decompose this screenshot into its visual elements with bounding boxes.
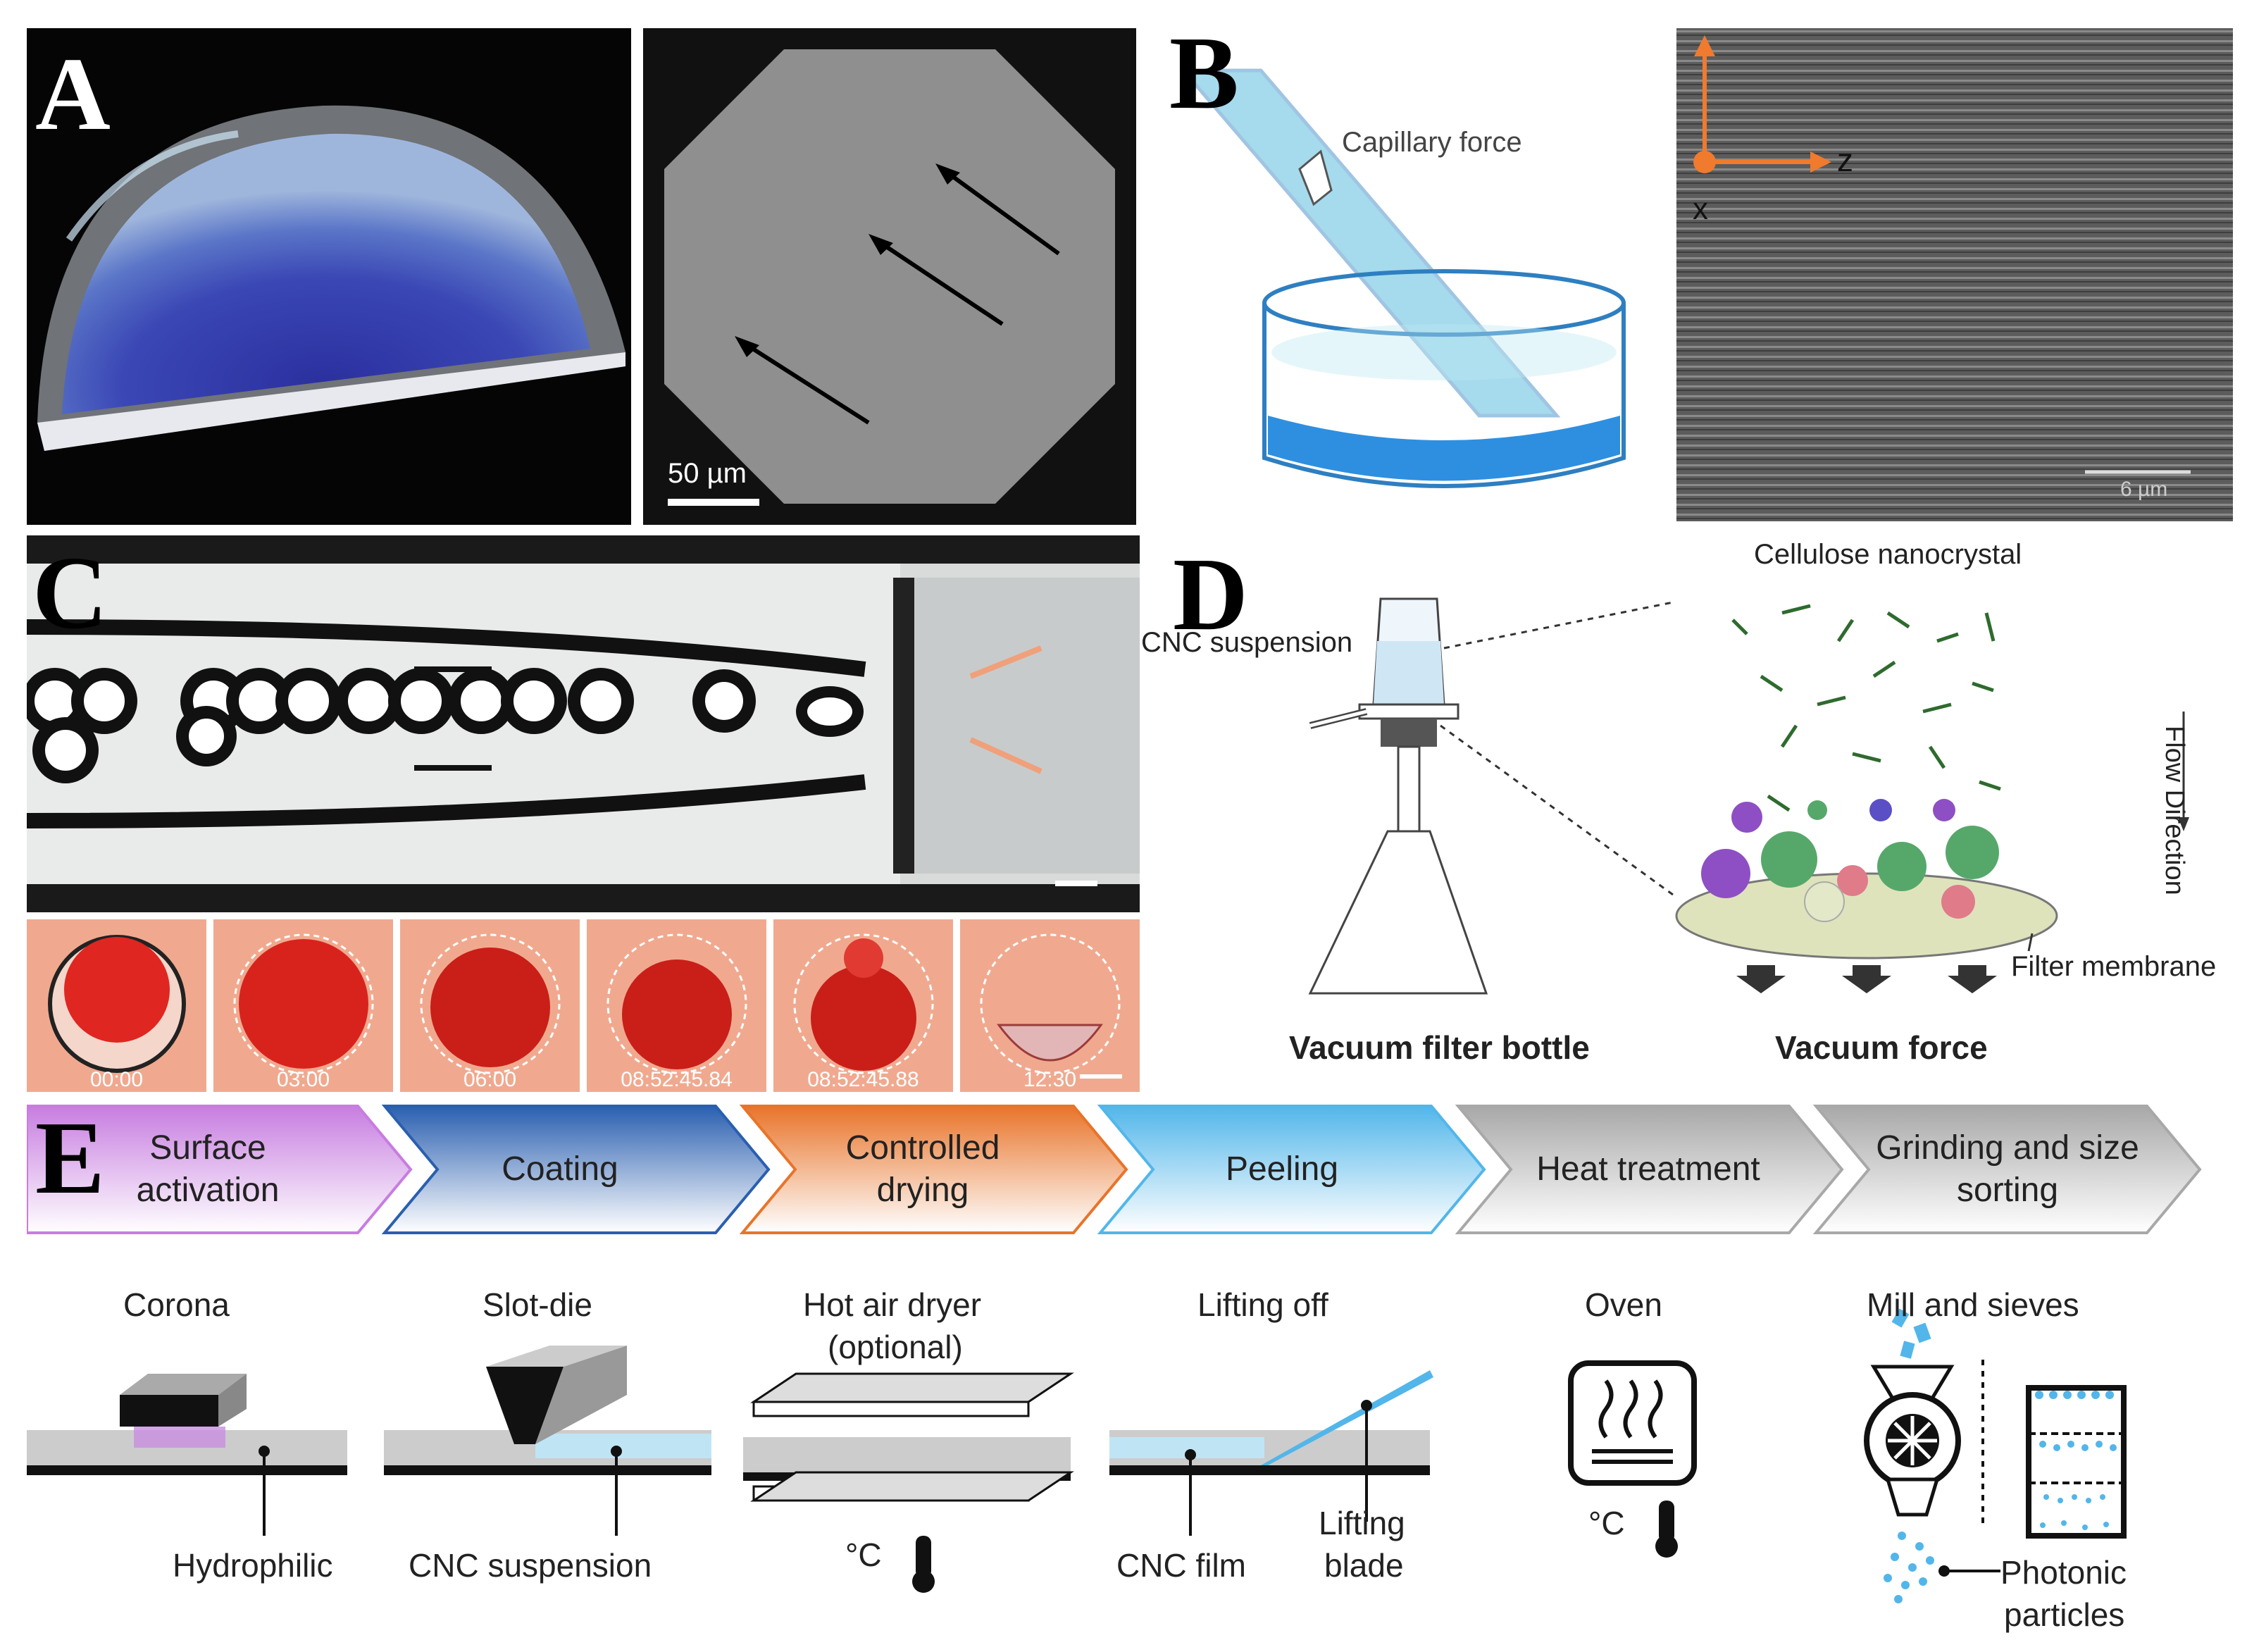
tool-hot-air-dryer: Hot air dryer bbox=[803, 1286, 982, 1323]
panel-a-scale-bar: 50 µm bbox=[668, 458, 747, 489]
timestamp-1: 03:00 bbox=[276, 1068, 330, 1091]
timestamp-0: 00:00 bbox=[89, 1068, 144, 1091]
process-chevrons bbox=[27, 1105, 2202, 1234]
tool-lifting-off: Lifting off bbox=[1197, 1286, 1328, 1323]
tool-hydrophilic: Hydrophilic bbox=[173, 1547, 333, 1584]
panel-b-scale-bar: 6 µm bbox=[2120, 478, 2168, 501]
panel-letter-c: C bbox=[32, 535, 108, 651]
tool-cnc-suspension: CNC suspension bbox=[409, 1547, 652, 1584]
timestamp-2: 06:00 bbox=[463, 1068, 517, 1091]
timestamp-4: 08:52:45.88 bbox=[807, 1068, 919, 1091]
droplet-frame: 08:52:45.88 bbox=[773, 919, 953, 1092]
tool-slot-die: Slot-die bbox=[483, 1286, 592, 1323]
droplet-frame: 06:00 bbox=[400, 919, 580, 1092]
step-coating: Coating bbox=[502, 1150, 618, 1188]
axis-z-label: z bbox=[1837, 142, 1853, 178]
microfluidic-channel-image bbox=[27, 535, 1140, 912]
cnc-suspension-label: CNC suspension bbox=[1141, 627, 1353, 658]
axis-x-label: x bbox=[1693, 192, 1708, 226]
panel-letter-b: B bbox=[1169, 15, 1239, 131]
droplet-frame: 00:00 bbox=[27, 919, 206, 1092]
panel-letter-e: E bbox=[35, 1100, 105, 1216]
vacuum-force-label: Vacuum force bbox=[1775, 1029, 1988, 1066]
cellulose-nanocrystal-label: Cellulose nanocrystal bbox=[1754, 539, 2022, 570]
droplet-frame: 08:52:45.84 bbox=[587, 919, 766, 1092]
tool-deg-c-1: °C bbox=[845, 1536, 882, 1573]
panel-d: CNC suspension Cellulose nanocrystal Flo… bbox=[1141, 535, 2236, 1078]
step-peeling: Peeling bbox=[1225, 1150, 1339, 1188]
tool-oven: Oven bbox=[1585, 1286, 1662, 1323]
panel-c: C 00:00 03:00 06:00 08:52:45.84 08:52:45… bbox=[27, 535, 1140, 1092]
timestamp-3: 08:52:45.84 bbox=[621, 1068, 733, 1091]
droplet-sequence: 00:00 03:00 06:00 08:52:45.84 08:52:45.8… bbox=[27, 919, 1140, 1092]
tool-photonic: Photonic bbox=[2000, 1554, 2127, 1591]
panel-letter-d: D bbox=[1173, 537, 1248, 652]
panel-letter-a: A bbox=[35, 37, 111, 152]
timestamp-5: 12:30 bbox=[1023, 1068, 1077, 1091]
tool-blade: blade bbox=[1324, 1547, 1404, 1584]
octagon-micrograph bbox=[643, 28, 1136, 525]
tool-particles: particles bbox=[2004, 1596, 2125, 1633]
tool-mill-and-sieves: Mill and sieves bbox=[1867, 1286, 2079, 1323]
vacuum-filter-schematic bbox=[1308, 597, 2189, 995]
tool-lifting: Lifting bbox=[1319, 1505, 1405, 1541]
step-heat-treatment: Heat treatment bbox=[1536, 1150, 1760, 1188]
panel-a: 50 µm A bbox=[27, 28, 1136, 525]
droplet-frame: 12:30 bbox=[960, 919, 1140, 1092]
tool-deg-c-2: °C bbox=[1588, 1505, 1625, 1541]
tool-optional: (optional) bbox=[828, 1329, 963, 1365]
tool-corona: Corona bbox=[123, 1286, 230, 1323]
step-controlled-drying: Controlled drying bbox=[845, 1129, 1000, 1209]
droplet-frame: 03:00 bbox=[213, 919, 393, 1092]
aligned-sem-image bbox=[1676, 28, 2233, 521]
filter-membrane-label: Filter membrane bbox=[2011, 951, 2217, 982]
petri-dish-photo bbox=[27, 28, 631, 525]
vacuum-filter-bottle-label: Vacuum filter bottle bbox=[1289, 1029, 1590, 1066]
capillary-schematic bbox=[1179, 68, 1626, 488]
tool-cnc-film: CNC film bbox=[1116, 1547, 1246, 1584]
process-tools bbox=[27, 1308, 2127, 1603]
step-surface-activation: Surface activation bbox=[136, 1129, 280, 1209]
capillary-force-label: Capillary force bbox=[1342, 127, 1522, 158]
step-grinding: Grinding and size sorting bbox=[1876, 1129, 2139, 1209]
panel-b: Capillary force z x 6 µm B bbox=[1162, 21, 2233, 521]
